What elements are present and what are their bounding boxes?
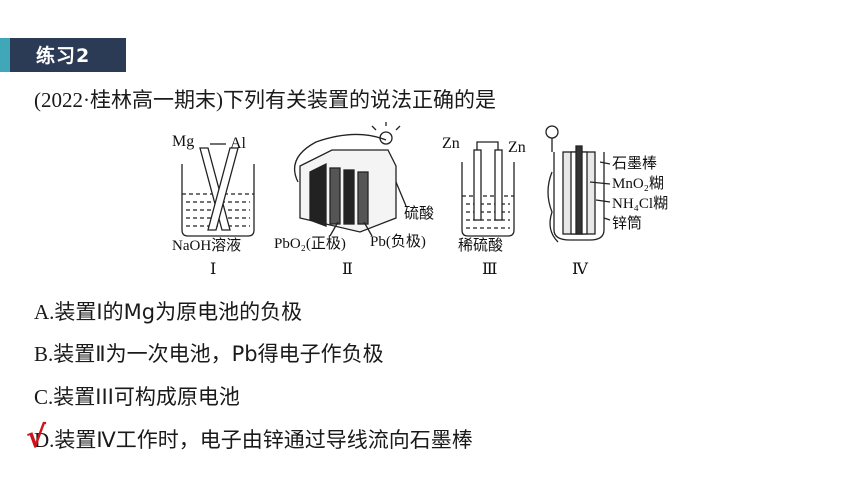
dev2-label-pb: Pb(负极) (370, 233, 426, 250)
dev2-label-acid: 硫酸 (404, 205, 434, 222)
dev4-label-graphite: 石墨棒 (612, 155, 657, 172)
option-a-text: 装置Ⅰ的Mg为原电池的负极 (54, 300, 303, 324)
dev2-label-pbo2: PbO₂(正极) (274, 235, 346, 252)
dev1-numeral: Ⅰ (210, 261, 216, 278)
option-d-letter: D. (34, 428, 55, 452)
question-text: 下列有关装置的说法正确的是 (222, 88, 496, 112)
dev1-electrode-right: Al (230, 135, 247, 152)
option-d-text: 装置Ⅳ工作时，电子由锌通过导线流向石墨棒 (54, 428, 473, 452)
dev3-electrode-left: Zn (442, 135, 460, 152)
section-tag-accent (0, 38, 10, 72)
option-b-letter: B. (34, 342, 54, 366)
device-3 (461, 141, 515, 237)
dev1-solution: NaOH溶液 (172, 237, 241, 254)
option-a[interactable]: A.装置Ⅰ的Mg为原电池的负极 (34, 296, 302, 326)
option-b-text: 装置Ⅱ为一次电池，Pb得电子作负极 (53, 342, 384, 366)
device-4 (545, 125, 611, 243)
option-c-text: 装置III可构成原电池 (53, 385, 240, 409)
option-a-letter: A. (34, 300, 55, 324)
answer-check-mark: √ (26, 420, 47, 455)
dev4-label-nh4cl: NH₄Cl糊 (612, 195, 668, 212)
dev4-label-mno2: MnO₂糊 (612, 175, 664, 192)
dev2-numeral: Ⅱ (342, 261, 353, 278)
question-stem: (2022·桂林高一期末)下列有关装置的说法正确的是 (34, 84, 496, 114)
option-b[interactable]: B.装置Ⅱ为一次电池，Pb得电子作负极 (34, 338, 384, 368)
apparatus-drawing: Mg Al NaOH溶液 Ⅰ 硫酸 PbO₂(正极) Pb(负极) Ⅱ (172, 122, 668, 278)
section-tag (0, 38, 126, 72)
question-source: (2022·桂林高一期末) (34, 88, 223, 112)
device-1 (181, 143, 255, 237)
dev4-label-zinc: 锌筒 (612, 215, 642, 232)
dev1-electrode-left: Mg (172, 133, 194, 150)
dev3-numeral: Ⅲ (482, 261, 497, 278)
option-c[interactable]: C.装置III可构成原电池 (34, 381, 240, 411)
option-d[interactable]: D.装置Ⅳ工作时，电子由锌通过导线流向石墨棒 (34, 424, 473, 454)
apparatus-figure: Mg Al NaOH溶液 Ⅰ 硫酸 PbO₂(正极) Pb(负极) Ⅱ (160, 122, 680, 282)
device-2 (293, 122, 407, 237)
dev3-solution: 稀硫酸 (458, 237, 503, 254)
section-tag-label: 练习2 (36, 45, 91, 67)
option-c-letter: C. (34, 385, 54, 409)
dev3-electrode-right: Zn (508, 139, 526, 156)
dev4-numeral: Ⅳ (572, 261, 589, 278)
